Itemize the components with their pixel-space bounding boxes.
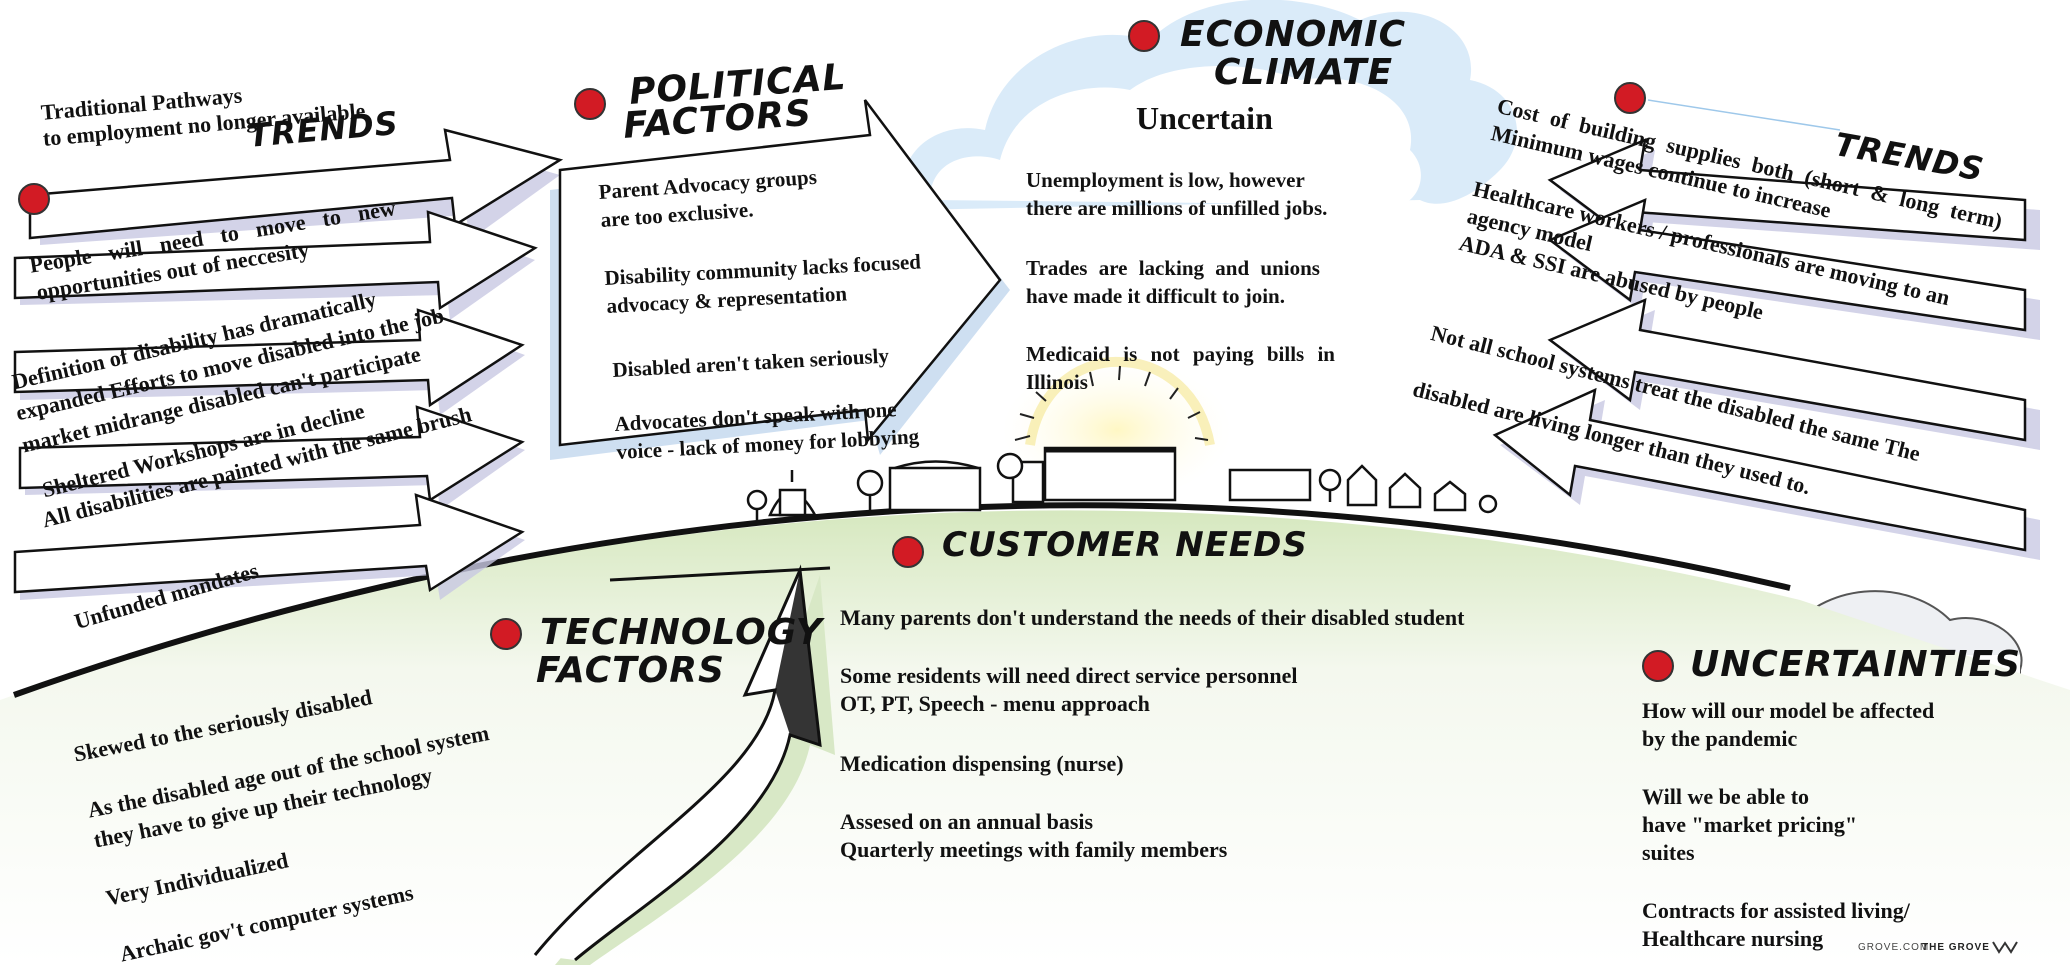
- customer-needs-item1-line1: Many parents don't understand the needs …: [840, 605, 1465, 630]
- uncertainties-item3-line1: Contracts for assisted living/: [1642, 898, 1910, 923]
- economic-item1-line1: Unemployment is low, however: [1026, 168, 1305, 192]
- economic-item3-line1: Medicaid is not paying bills in: [1026, 342, 1335, 366]
- economic-title-line1: ECONOMIC: [1180, 14, 1406, 55]
- trends-left-dot: [18, 183, 50, 215]
- uncertainties-item3-line2: Healthcare nursing: [1642, 926, 1824, 951]
- uncertainties-dot: [1642, 650, 1674, 682]
- uncertainties-item2-line3: suites: [1642, 840, 1695, 865]
- uncertainties-item2-line1: Will we be able to: [1642, 784, 1810, 809]
- economic-subtitle: Uncertain: [1136, 100, 1273, 136]
- customer-needs-title: CUSTOMER NEEDS: [942, 525, 1308, 565]
- customer-needs-item2-line1: Some residents will need direct service …: [840, 663, 1298, 688]
- right-trend-arrows: [1492, 137, 2027, 552]
- economic-title-line2: CLIMATE: [1214, 52, 1394, 93]
- technology-arrow: [533, 564, 822, 962]
- technology-title-line2: FACTORS: [536, 650, 725, 691]
- uncertainties-title: UNCERTAINTIES: [1690, 644, 2022, 685]
- grove-credit-brand: THE GROVE: [1922, 942, 1990, 953]
- economic-dot: [1128, 20, 1160, 52]
- town-skyline: [746, 446, 1498, 520]
- sun-rays: [1014, 365, 1209, 441]
- technology-title-line1: TECHNOLOGY: [540, 612, 823, 653]
- left-trend-arrows: [13, 128, 564, 594]
- customer-needs-item4-line1: Assesed on an annual basis: [840, 809, 1094, 834]
- technology-dot: [490, 618, 522, 650]
- political-dot: [574, 88, 606, 120]
- political-arrow: [558, 99, 1002, 447]
- uncertainties-item2-line2: have "market pricing": [1642, 812, 1858, 837]
- customer-needs-dot: [892, 536, 924, 568]
- uncertainties-item1-line2: by the pandemic: [1642, 726, 1798, 751]
- economic-item1-line2: there are millions of unfilled jobs.: [1026, 196, 1328, 220]
- customer-needs-item2-line2: OT, PT, Speech - menu approach: [840, 691, 1150, 716]
- economic-item3-line2: Illinois: [1026, 370, 1088, 394]
- customer-needs-item4-line2: Quarterly meetings with family members: [840, 837, 1228, 862]
- grove-logo-icon: [1992, 941, 2018, 954]
- grove-credit-url: GROVE.COM: [1858, 942, 1930, 953]
- economic-item2-line1: Trades are lacking and unions: [1026, 256, 1320, 280]
- economic-item2-line2: have made it difficult to join.: [1026, 284, 1285, 308]
- customer-needs-item3-line1: Medication dispensing (nurse): [840, 751, 1124, 776]
- uncertainties-item1-line1: How will our model be affected: [1642, 698, 1935, 723]
- trends-right-dot: [1614, 82, 1646, 114]
